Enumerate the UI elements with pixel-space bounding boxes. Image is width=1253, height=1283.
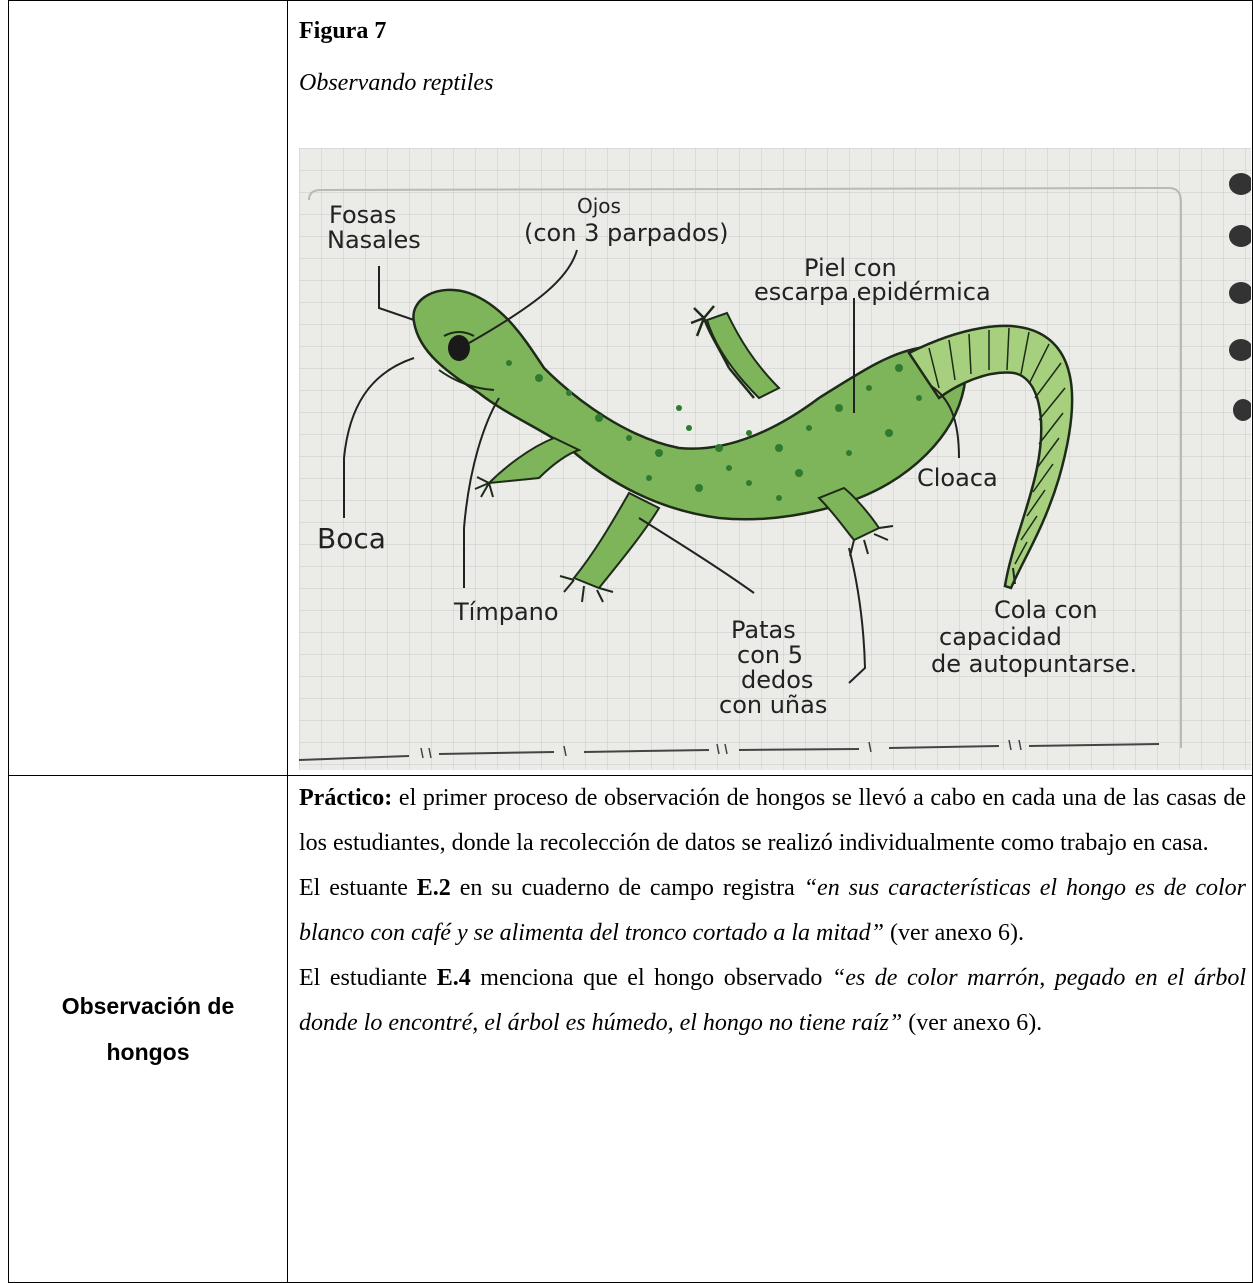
label-fosas-2: Nasales bbox=[327, 226, 421, 254]
text-run: (ver anexo 6). bbox=[902, 1010, 1043, 1036]
row-heading-cell: Observación de hongos bbox=[8, 775, 288, 1283]
table-row: Observación de hongos Práctico: el prime… bbox=[8, 775, 1253, 1283]
row-heading-line2: hongos bbox=[106, 1039, 190, 1065]
table-row: Figura 7 Observando reptiles bbox=[8, 0, 1253, 776]
label-cola-3: de autopuntarse. bbox=[931, 650, 1137, 678]
label-boca: Boca bbox=[317, 522, 386, 555]
label-ojos-1: Ojos bbox=[577, 194, 621, 218]
student-id: E.2 bbox=[416, 875, 451, 901]
label-ojos-2: (con 3 parpados) bbox=[524, 219, 729, 247]
label-fosas-1: Fosas bbox=[329, 201, 396, 229]
figure-cell: Figura 7 Observando reptiles bbox=[287, 0, 1253, 776]
label-timpano: Tímpano bbox=[453, 598, 559, 626]
label-patas-4: con uñas bbox=[719, 691, 827, 719]
row-body-cell: Práctico: el primer proceso de observaci… bbox=[287, 775, 1253, 1283]
figure-number: Figura 7 bbox=[299, 18, 387, 44]
text-run: menciona que el hongo observado bbox=[470, 965, 832, 991]
label-cloaca: Cloaca bbox=[917, 464, 998, 492]
label-patas-2: con 5 bbox=[737, 641, 803, 669]
lizard-drawing-photo: Fosas Nasales Ojos (con 3 parpados) Piel… bbox=[299, 148, 1251, 770]
text-run: El estuante bbox=[299, 875, 417, 901]
label-cola-2: capacidad bbox=[939, 623, 1062, 651]
text-run: en su cuaderno de campo registra bbox=[450, 875, 804, 901]
label-cola-1: Cola con bbox=[994, 596, 1098, 624]
label-piel-1: Piel con bbox=[804, 254, 897, 282]
lizard-drawing bbox=[343, 249, 1074, 684]
paragraph-text: el primer proceso de observación de hong… bbox=[299, 785, 1246, 856]
paragraph-e2: El estuante E.2 en su cuaderno de campo … bbox=[299, 866, 1246, 956]
document-table: Figura 7 Observando reptiles bbox=[8, 0, 1253, 1283]
quote: “en sus características el hongo es de c… bbox=[299, 875, 1246, 946]
paragraph-e4: El estudiante E.4 menciona que el hongo … bbox=[299, 956, 1246, 1046]
bold-label: Práctico: bbox=[299, 785, 393, 811]
drawing-labels: Fosas Nasales Ojos (con 3 parpados) Piel… bbox=[317, 194, 1137, 719]
figure-caption: Observando reptiles bbox=[299, 70, 494, 96]
text-run: El estudiante bbox=[299, 965, 437, 991]
row-heading-line1: Observación de bbox=[61, 993, 235, 1019]
text-run: (ver anexo 6). bbox=[884, 920, 1024, 946]
empty-left-cell bbox=[8, 0, 288, 776]
paragraph-practico: Práctico: el primer proceso de observaci… bbox=[299, 776, 1246, 866]
quote: “es de color marrón, pegado en el árbol … bbox=[299, 965, 1247, 1036]
student-id: E.4 bbox=[436, 965, 471, 991]
label-piel-2: escarpa epidérmica bbox=[754, 278, 991, 306]
label-patas-1: Patas bbox=[731, 616, 796, 644]
label-patas-3: dedos bbox=[741, 666, 813, 694]
